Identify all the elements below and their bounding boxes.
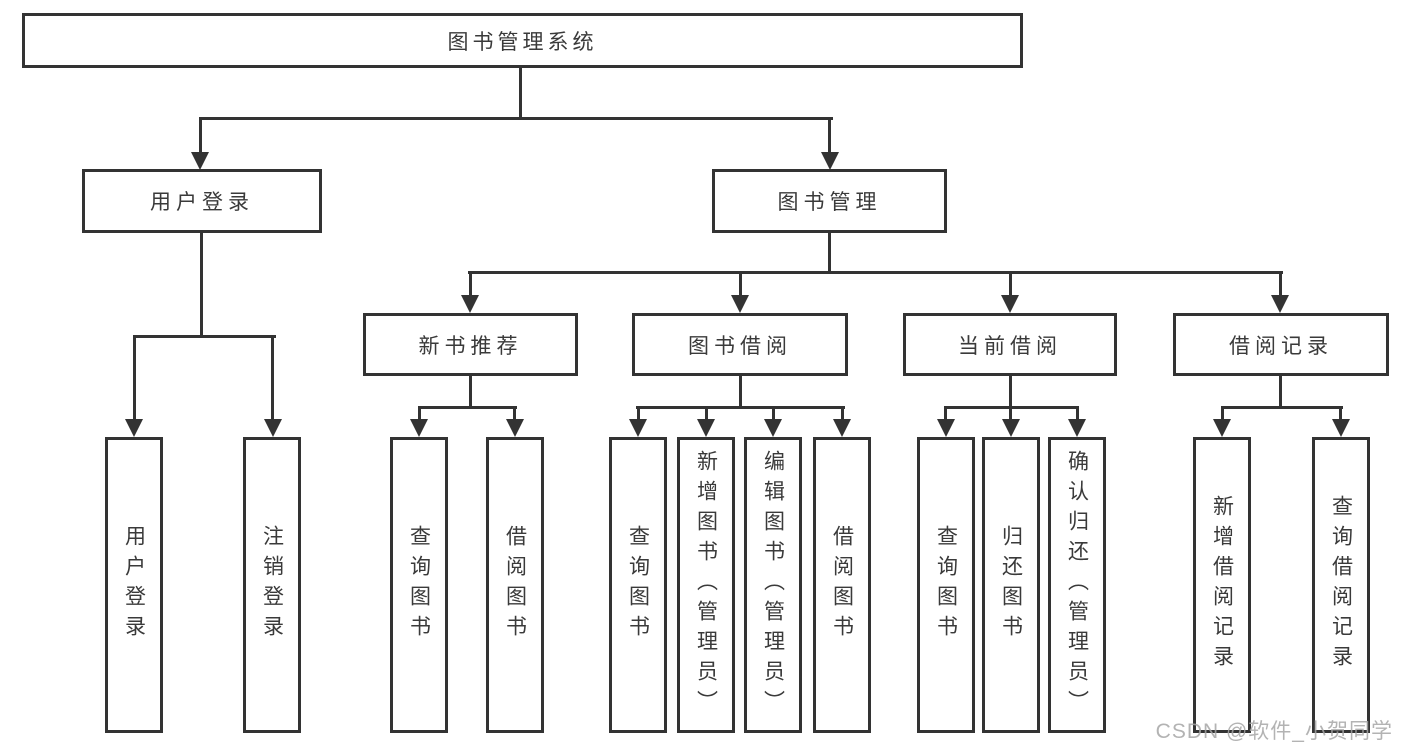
arrowhead-down-icon [461, 295, 479, 313]
node-label: 用户登录 [150, 191, 254, 214]
leaf-borrow-books: 借阅图书 [813, 437, 871, 733]
node-label: 当前借阅 [958, 334, 1062, 358]
node-label: 新增借阅记录 [1210, 495, 1234, 675]
node-label: 查询图书 [934, 525, 958, 645]
edge-line [133, 335, 136, 421]
edge-line [828, 233, 831, 273]
edge-line [1279, 376, 1282, 408]
node-new-book-recommend: 新书推荐 [363, 313, 578, 376]
edge-line [271, 335, 274, 421]
leaf-query-books-current: 查询图书 [917, 437, 975, 733]
node-label: 查询图书 [626, 525, 650, 645]
edge-line [469, 271, 472, 297]
node-label: 图书借阅 [688, 334, 792, 358]
edge-line [418, 406, 421, 421]
edge-line [841, 406, 844, 421]
node-root: 图书管理系统 [22, 13, 1023, 68]
edge-line [1009, 376, 1012, 408]
leaf-confirm-return-admin: 确认归还（管理员） [1048, 437, 1106, 733]
edge-line [469, 376, 472, 408]
node-label: 用户登录 [122, 525, 146, 645]
edge-line [705, 406, 708, 421]
node-label: 编辑图书（管理员） [761, 450, 785, 720]
node-label: 图书管理 [777, 191, 882, 214]
leaf-borrow-books-recommend: 借阅图书 [486, 437, 544, 733]
leaf-query-books-borrow: 查询图书 [609, 437, 667, 733]
arrowhead-down-icon [1271, 295, 1289, 313]
edge-line [828, 117, 831, 153]
node-label: 注销登录 [260, 525, 284, 645]
edge-line [739, 376, 742, 408]
leaf-add-borrow-record: 新增借阅记录 [1193, 437, 1251, 733]
arrowhead-down-icon [764, 419, 782, 437]
node-label: 新书推荐 [418, 334, 523, 358]
leaf-query-borrow-record: 查询借阅记录 [1312, 437, 1370, 733]
arrowhead-down-icon [629, 419, 647, 437]
node-label: 新增图书（管理员） [694, 450, 718, 720]
edge-line [199, 117, 202, 153]
leaf-add-book-admin: 新增图书（管理员） [677, 437, 735, 733]
edge-line [200, 233, 203, 337]
node-label: 确认归还（管理员） [1065, 450, 1089, 720]
leaf-edit-book-admin: 编辑图书（管理员） [744, 437, 802, 733]
edge-line [772, 406, 775, 421]
arrowhead-down-icon [1068, 419, 1086, 437]
arrowhead-down-icon [697, 419, 715, 437]
arrowhead-down-icon [833, 419, 851, 437]
edge-line [1221, 406, 1224, 421]
edge-line [1009, 271, 1012, 297]
arrowhead-down-icon [1213, 419, 1231, 437]
leaf-user-login: 用户登录 [105, 437, 163, 733]
arrowhead-down-icon [191, 152, 209, 170]
edge-line [1076, 406, 1079, 421]
edge-line [1339, 406, 1342, 421]
csdn-watermark: CSDN @软件_小贺同学 [1155, 720, 1393, 743]
node-current-borrow: 当前借阅 [903, 313, 1117, 376]
arrowhead-down-icon [1332, 419, 1350, 437]
leaf-query-books-recommend: 查询图书 [390, 437, 448, 733]
arrowhead-down-icon [506, 419, 524, 437]
node-label: 借阅记录 [1229, 334, 1333, 358]
arrowhead-down-icon [410, 419, 428, 437]
arrowhead-down-icon [821, 152, 839, 170]
leaf-logout: 注销登录 [243, 437, 301, 733]
arrowhead-down-icon [125, 419, 143, 437]
edge-line [1009, 406, 1012, 421]
edge-line [636, 406, 845, 409]
edge-line [739, 271, 742, 297]
arrowhead-down-icon [264, 419, 282, 437]
edge-line [199, 117, 833, 120]
node-book-borrow: 图书借阅 [632, 313, 848, 376]
node-label: 归还图书 [999, 525, 1023, 645]
node-user-login: 用户登录 [82, 169, 322, 233]
edge-line [519, 66, 522, 119]
node-label: 查询图书 [407, 525, 431, 645]
node-label: 查询借阅记录 [1329, 495, 1353, 675]
edge-line [468, 271, 1283, 274]
leaf-return-books: 归还图书 [982, 437, 1040, 733]
node-label: 借阅图书 [503, 525, 527, 645]
arrowhead-down-icon [1001, 295, 1019, 313]
edge-line [637, 406, 640, 421]
arrowhead-down-icon [1002, 419, 1020, 437]
edge-line [944, 406, 947, 421]
edge-line [1279, 271, 1282, 297]
edge-line [133, 335, 276, 338]
node-book-management: 图书管理 [712, 169, 947, 233]
arrowhead-down-icon [937, 419, 955, 437]
node-borrow-records: 借阅记录 [1173, 313, 1389, 376]
edge-line [1221, 406, 1343, 409]
node-label: 图书管理系统 [447, 30, 598, 54]
node-label: 借阅图书 [830, 525, 854, 645]
arrowhead-down-icon [731, 295, 749, 313]
edge-line [418, 406, 517, 409]
edge-line [513, 406, 516, 421]
